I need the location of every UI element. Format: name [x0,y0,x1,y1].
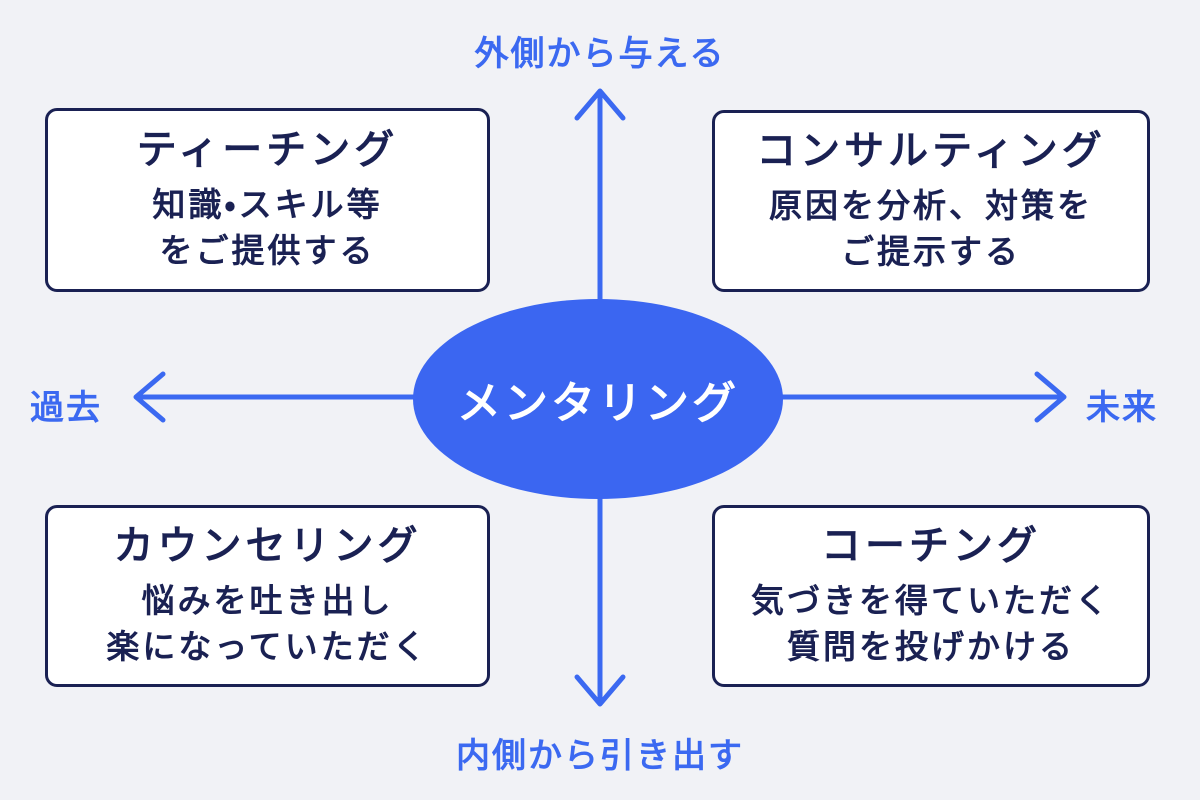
quadrant-description-line: 楽になっていただく [106,628,429,665]
quadrant-description-line: 気づきを得ていただく [751,582,1111,620]
center-node-mentoring: メンタリング [413,299,783,499]
center-node-label: メンタリング [457,379,739,428]
quadrant-description-line: をご提供する [159,232,376,269]
axis-label-past: 過去 [30,389,102,427]
arrowhead-up-icon [574,88,626,121]
quadrant-description-line: 悩みを吐き出し [141,582,394,620]
quadrant-description-line: ご提示する [841,233,1021,270]
quadrant-box-counseling: カウンセリング 悩みを吐き出し 楽になっていただく [45,505,490,687]
quadrant-box-teaching: ティーチング 知識・スキル等 をご提供する [45,108,490,292]
axis-label-bottom: 内側から引き出す [456,737,744,775]
arrowhead-down-icon [574,674,626,707]
quadrant-box-coaching: コーチング 気づきを得ていただく 質問を投げかける [712,505,1150,687]
quadrant-title: ティーチング [136,128,399,173]
quadrant-title: コーチング [821,524,1041,569]
quadrant-description-line: 知識・スキル等 [152,186,383,224]
quadrant-description-line: 質問を投げかける [787,628,1075,665]
axis-label-top: 外側から与える [474,35,726,73]
quadrant-description-line: 原因を分析、対策を [769,187,1093,225]
arrowhead-right-icon [1034,371,1067,423]
quadrant-title: カウンセリング [113,524,422,569]
arrowhead-left-icon [133,371,166,423]
quadrant-box-consulting: コンサルティング 原因を分析、対策を ご提示する [712,110,1150,292]
axis-label-future: 未来 [1086,389,1158,427]
quadrant-title: コンサルティング [756,129,1106,174]
